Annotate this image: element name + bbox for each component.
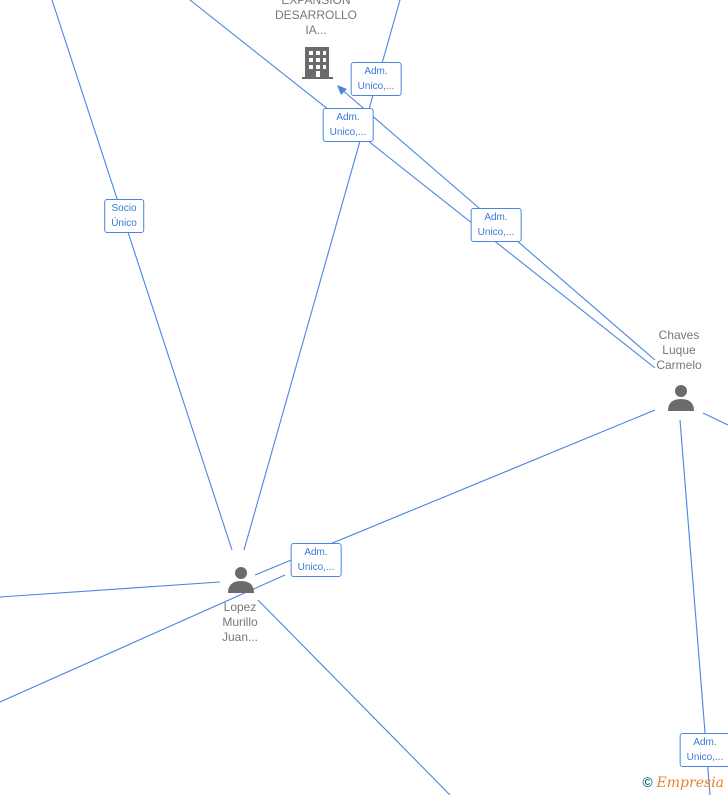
edge-line [0,574,286,703]
lopez-node-label[interactable]: Lopez Murillo Juan... [221,600,259,644]
edge-label[interactable]: Adm. Unico,... [679,733,728,767]
edge-label[interactable]: Adm. Unico,... [350,62,402,96]
edge-line [679,419,711,795]
brand-logo: Empresia [656,775,724,791]
person-icon [228,567,254,593]
edge-label[interactable]: Adm. Unico,... [290,543,342,577]
edge-label[interactable]: Adm. Unico,... [470,208,522,242]
copyright-icon: © [642,774,653,790]
edge-label[interactable]: Socio Único [104,199,144,233]
person-icon [668,385,694,411]
edge-line [189,0,656,369]
edge-line [257,599,451,795]
edge-label[interactable]: Adm. Unico,... [322,108,374,142]
chaves-node-label[interactable]: Chaves Luque Carmelo [656,328,702,372]
edge-line [702,412,728,426]
arrowhead-icon [337,85,347,95]
edge-line [0,581,221,598]
building-icon [302,47,333,79]
watermark: © Empresia [642,774,724,791]
company-node-label[interactable]: EXPANSION DESARROLLO IA... [274,0,358,37]
edge-line [51,0,233,551]
